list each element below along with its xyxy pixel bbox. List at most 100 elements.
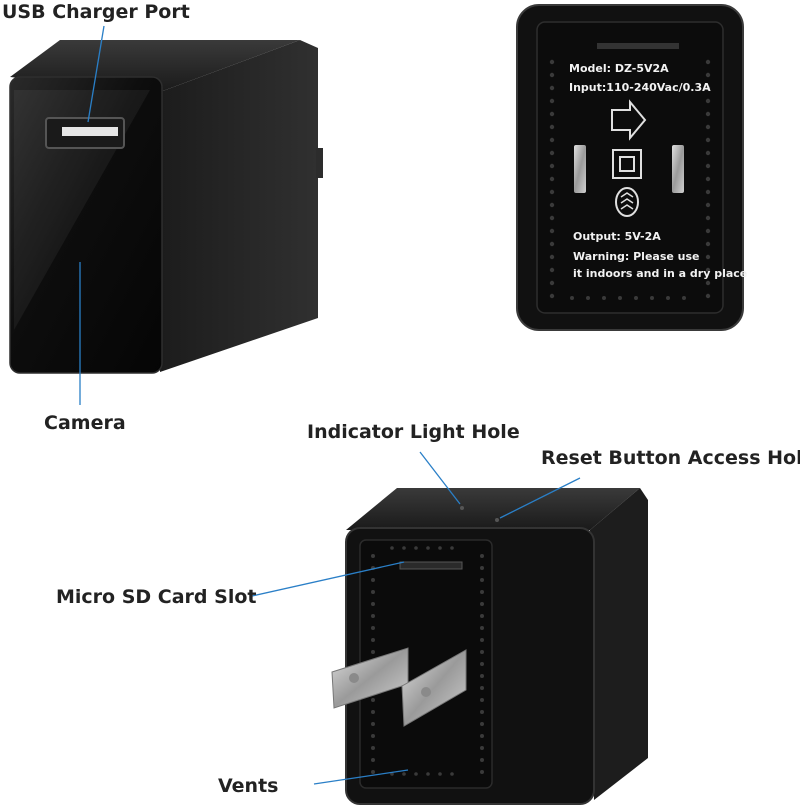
vent-dot <box>705 293 711 299</box>
vent-dot <box>480 710 484 714</box>
vent-dot <box>480 722 484 726</box>
vent-dot <box>705 124 711 130</box>
vent-dot <box>549 241 555 247</box>
back-device: Model: DZ-5V2A Input:110-240Vac/0.3A Out… <box>516 4 747 331</box>
vent-dot <box>549 163 555 169</box>
front-device-face <box>9 76 163 374</box>
vent-dot <box>480 566 484 570</box>
front-device <box>9 40 323 374</box>
vent-dot <box>682 296 686 300</box>
vent-dot <box>480 770 484 774</box>
vent-dot <box>371 626 375 630</box>
vent-dot <box>549 189 555 195</box>
vent-dot <box>371 770 375 774</box>
callout-lines <box>79 25 581 785</box>
back-device-panel <box>536 21 724 314</box>
vent-dot <box>705 72 711 78</box>
vent-dot <box>549 280 555 286</box>
energy-level-icon <box>615 187 639 217</box>
vent-dot <box>402 772 406 776</box>
vent-dot <box>438 772 442 776</box>
vent-dot <box>371 722 375 726</box>
vent-dot <box>549 59 555 65</box>
vent-dot <box>549 202 555 208</box>
vent-dot <box>480 638 484 642</box>
vent-dot <box>549 111 555 117</box>
callout-indicator-light-hole: Indicator Light Hole <box>307 421 520 443</box>
vent-dot <box>705 176 711 182</box>
vent-dot <box>371 710 375 714</box>
double-insulation-square-icon <box>612 149 642 179</box>
vent-dot <box>705 254 711 260</box>
arrow-pictogram-icon <box>611 99 647 141</box>
front-device-side <box>160 40 318 372</box>
vent-dot <box>705 202 711 208</box>
vent-dot <box>618 296 622 300</box>
vent-dot <box>480 590 484 594</box>
vent-dot <box>650 296 654 300</box>
vent-dot <box>705 267 711 273</box>
vent-dot <box>549 85 555 91</box>
vent-dot <box>549 137 555 143</box>
vent-dot <box>549 150 555 156</box>
vent-dot <box>371 746 375 750</box>
back-label-warning-1: Warning: Please use <box>573 250 700 263</box>
vent-dot <box>480 602 484 606</box>
vent-dot <box>480 614 484 618</box>
vent-dot <box>549 293 555 299</box>
vent-dot <box>371 638 375 642</box>
vent-dot <box>480 686 484 690</box>
vent-dot <box>450 546 454 550</box>
vent-dot <box>450 772 454 776</box>
callout-vents: Vents <box>218 775 279 797</box>
vent-dot <box>480 758 484 762</box>
back-prong-left <box>574 145 586 193</box>
line-reset <box>499 477 581 519</box>
vent-dot <box>438 546 442 550</box>
vent-dot <box>705 59 711 65</box>
vent-dot <box>390 546 394 550</box>
vent-dot <box>602 296 606 300</box>
vent-dot <box>549 215 555 221</box>
vent-dot <box>666 296 670 300</box>
vent-dot <box>426 772 430 776</box>
vent-dot <box>549 228 555 234</box>
vent-dot <box>371 758 375 762</box>
line-sd-slot <box>251 561 405 597</box>
callout-usb-charger-port: USB Charger Port <box>2 1 190 23</box>
vent-dot <box>570 296 574 300</box>
vent-dot <box>426 546 430 550</box>
reset-hole-dot <box>495 518 499 522</box>
line-usb-port <box>87 25 105 123</box>
vent-dot <box>371 698 375 702</box>
vent-dot <box>705 280 711 286</box>
back-label-model: Model: DZ-5V2A <box>569 62 669 75</box>
vent-dot <box>480 554 484 558</box>
side-prong-stub <box>316 148 323 178</box>
vent-dot <box>371 614 375 618</box>
vent-dot <box>480 674 484 678</box>
plug-device-side <box>590 488 648 800</box>
vent-dot <box>480 626 484 630</box>
plug-device-top <box>346 488 640 530</box>
vent-dot <box>480 650 484 654</box>
plug-prong-right <box>401 649 467 727</box>
vent-dot <box>705 150 711 156</box>
vent-dot <box>371 734 375 738</box>
vent-dot <box>705 215 711 221</box>
indicator-light-hole-dot <box>460 506 464 510</box>
vent-dot <box>480 578 484 582</box>
vent-dot <box>586 296 590 300</box>
callout-micro-sd-card-slot: Micro SD Card Slot <box>56 586 257 608</box>
vent-dot <box>549 267 555 273</box>
front-face-reflection <box>14 90 150 330</box>
vent-dot <box>480 662 484 666</box>
vent-dot <box>371 650 375 654</box>
line-indicator <box>419 451 461 505</box>
vent-dot <box>371 602 375 606</box>
plug-sd-slot <box>399 561 463 570</box>
vent-dot <box>414 546 418 550</box>
vent-dot <box>480 734 484 738</box>
vent-dot <box>480 746 484 750</box>
